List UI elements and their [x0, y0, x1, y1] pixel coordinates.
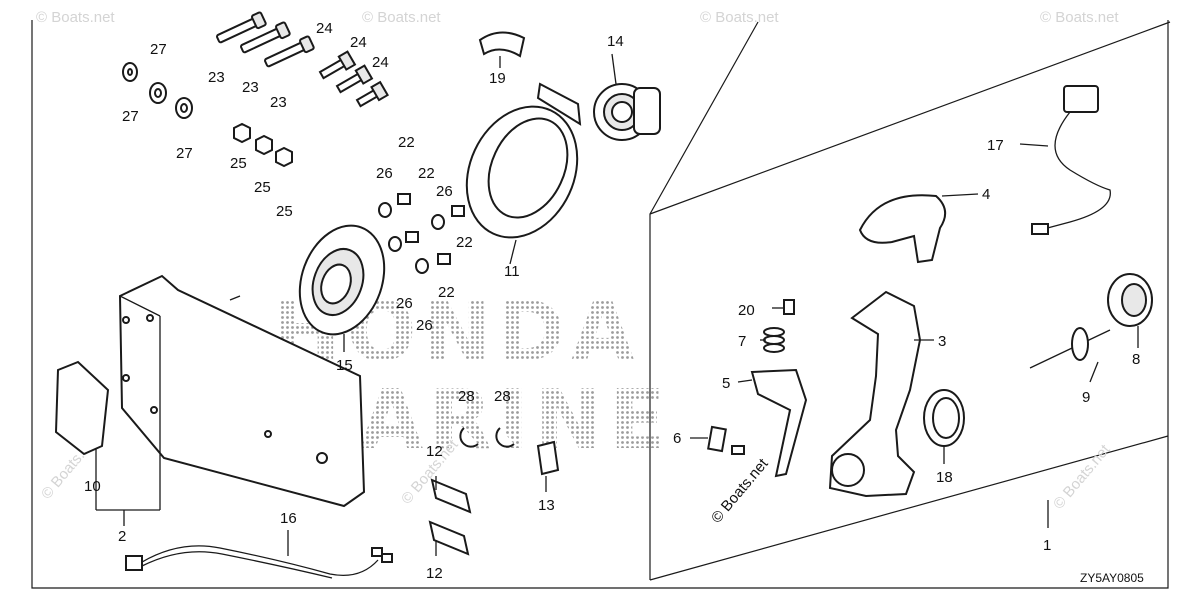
callout-14: 14	[607, 33, 624, 50]
part-24-screws	[318, 50, 389, 108]
part-14-gear	[593, 83, 661, 141]
callout-20: 20	[738, 302, 755, 319]
callout-22d: 22	[438, 284, 455, 301]
callout-25b: 25	[254, 179, 271, 196]
part-6-block	[707, 425, 727, 453]
part-shim-plate	[536, 82, 582, 126]
callout-2: 2	[118, 528, 126, 545]
callout-27b: 27	[122, 108, 139, 125]
diagram-frame	[31, 20, 1171, 589]
boats-net-credit: © Boats.net	[708, 455, 772, 527]
callout-22c: 22	[456, 234, 473, 251]
credit-watermark: © Boats.net	[1050, 441, 1114, 513]
callout-6: 6	[673, 430, 681, 447]
callout-10: 10	[84, 478, 101, 495]
callout-3: 3	[938, 333, 946, 350]
callout-22a: 22	[398, 134, 415, 151]
callout-26d: 26	[416, 317, 433, 334]
diagram-code: ZY5AY0805	[1080, 571, 1144, 585]
callout-labels: 1 2 3 4 5 6 7 8 9 10 11 12 12 13 14 15 1…	[84, 20, 1140, 582]
callout-1: 1	[1043, 537, 1051, 554]
credit-watermark: © Boats.net	[700, 9, 779, 26]
callout-19: 19	[489, 70, 506, 87]
part-28-clips	[459, 427, 515, 448]
part-3-lever	[828, 290, 922, 498]
callout-24b: 24	[350, 34, 367, 51]
callout-27a: 27	[150, 41, 167, 58]
callout-12b: 12	[426, 565, 443, 582]
callout-25a: 25	[230, 155, 247, 172]
callout-22b: 22	[418, 165, 435, 182]
part-15-flange	[298, 224, 386, 336]
callout-25c: 25	[276, 203, 293, 220]
callout-17: 17	[987, 137, 1004, 154]
part-9-shaft	[1029, 327, 1111, 369]
part-27-washers	[122, 62, 193, 119]
part-16-harness	[125, 545, 393, 579]
credit-watermark: © Boats.net	[362, 9, 441, 26]
part-2-cover	[118, 274, 366, 508]
callout-24a: 24	[316, 20, 333, 37]
callout-28b: 28	[494, 388, 511, 405]
part-11-ring	[465, 105, 579, 239]
callout-27c: 27	[176, 145, 193, 162]
part-4-cap	[858, 194, 947, 264]
credit-watermark: © Boats.net	[36, 9, 115, 26]
callout-4: 4	[982, 186, 990, 203]
leader-lines	[95, 53, 1139, 556]
part-8-bushing	[1107, 273, 1153, 327]
callout-28a: 28	[458, 388, 475, 405]
part-25-nuts	[233, 122, 293, 168]
part-3-hub	[831, 453, 865, 487]
callout-16: 16	[280, 510, 297, 527]
callout-23a: 23	[208, 69, 225, 86]
callout-23b: 23	[242, 79, 259, 96]
callout-26b: 26	[436, 183, 453, 200]
callout-11: 11	[504, 263, 520, 280]
part-screw	[731, 445, 745, 455]
part-10-pad	[54, 360, 110, 456]
part-13-block	[536, 440, 560, 476]
callout-15: 15	[336, 357, 353, 374]
callout-7: 7	[738, 333, 746, 350]
part-23-bolts	[216, 11, 315, 68]
callout-5: 5	[722, 375, 730, 392]
callout-12a: 12	[426, 443, 443, 460]
callout-26a: 26	[376, 165, 393, 182]
part-19-shim	[478, 31, 526, 58]
part-22-26-fasteners	[378, 193, 465, 274]
credit-watermark: © Boats.net	[1040, 9, 1119, 26]
callout-13: 13	[538, 497, 555, 514]
callout-9: 9	[1082, 389, 1090, 406]
part-7-spring	[763, 327, 785, 353]
part-17-switch	[1031, 85, 1111, 235]
part-5-arm	[750, 368, 808, 478]
callout-26c: 26	[396, 295, 413, 312]
part-12-bracket	[430, 478, 472, 514]
callout-24c: 24	[372, 54, 389, 71]
part-18-o-ring-inner	[932, 397, 960, 439]
callout-8: 8	[1132, 351, 1140, 368]
callout-23c: 23	[270, 94, 287, 111]
part-12-bracket	[428, 520, 470, 556]
part-20-screw	[783, 299, 795, 315]
callout-18: 18	[936, 469, 953, 486]
